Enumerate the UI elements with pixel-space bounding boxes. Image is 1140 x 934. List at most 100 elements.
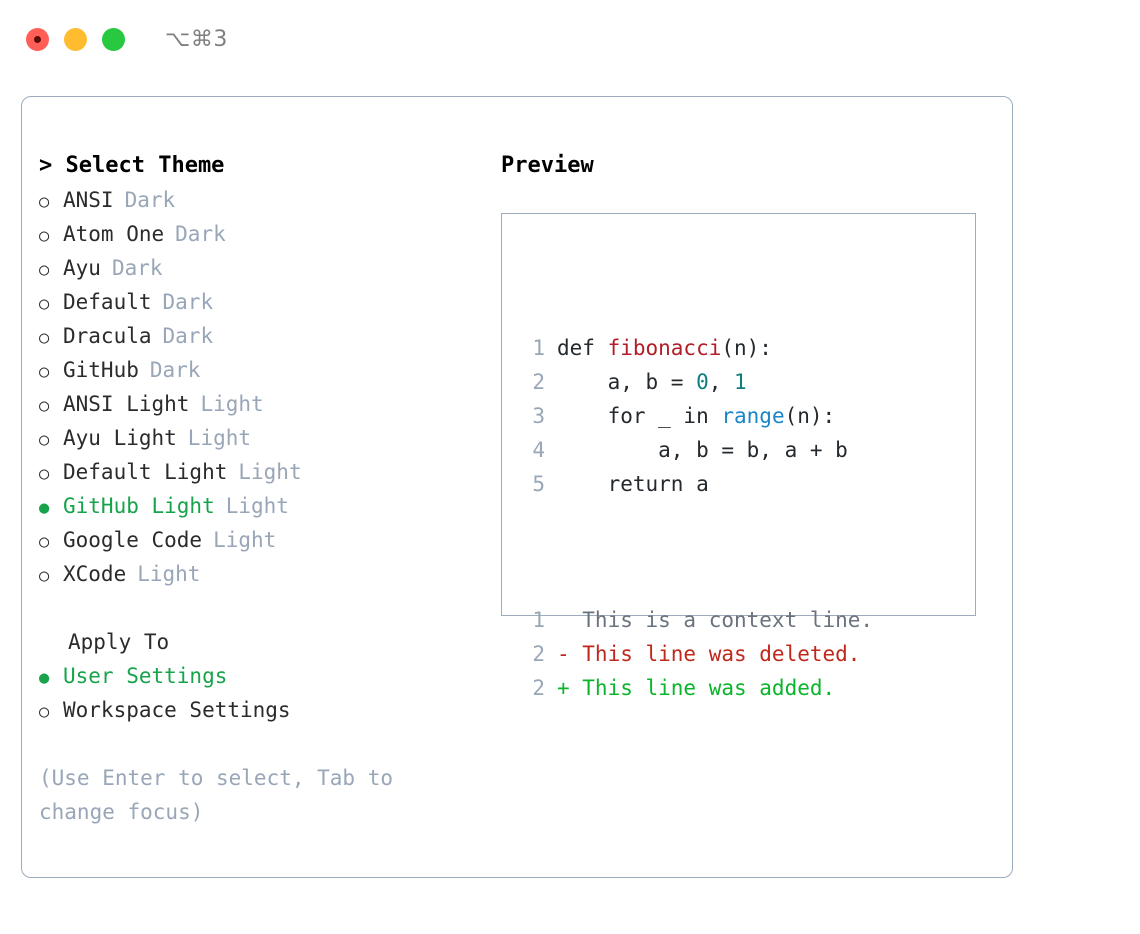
- line-number: 1: [532, 608, 545, 632]
- code-token: 1: [734, 370, 747, 394]
- diff-line: 2 - This line was deleted.: [520, 637, 873, 671]
- line-number: 4: [532, 438, 545, 462]
- keyboard-hint-text: (Use Enter to select, Tab to change focu…: [39, 766, 406, 824]
- theme-list-item[interactable]: ○ Google Code Light: [39, 523, 489, 557]
- radio-selected-icon[interactable]: ●: [39, 498, 50, 518]
- radio-unselected-icon[interactable]: ○: [39, 702, 50, 722]
- line-number: 2: [532, 642, 545, 666]
- theme-name-label: ANSI: [63, 188, 114, 212]
- radio-unselected-icon[interactable]: ○: [39, 260, 50, 280]
- maximize-button[interactable]: [102, 27, 125, 51]
- theme-name-label: Default Light: [63, 460, 228, 484]
- code-token: 0: [696, 370, 709, 394]
- diff-line: 1 This is a context line.: [520, 603, 873, 637]
- theme-variant-badge: Dark: [111, 256, 163, 280]
- code-token: (n):: [721, 336, 772, 360]
- theme-list-item[interactable]: ○ XCode Light: [39, 557, 489, 591]
- code-token: (n):: [784, 404, 836, 428]
- code-line: 3 for _ in range(n):: [520, 399, 873, 433]
- select-theme-header: > Select Theme: [39, 153, 225, 178]
- diff-line-text: - This line was deleted.: [557, 642, 861, 666]
- window-controls: [26, 27, 125, 51]
- radio-unselected-icon[interactable]: ○: [39, 226, 50, 246]
- code-line: 4 a, b = b, a + b: [520, 433, 873, 467]
- radio-unselected-icon[interactable]: ○: [39, 396, 50, 416]
- line-number: 2: [532, 370, 545, 394]
- line-number: 1: [532, 336, 545, 360]
- title-bar: ⌥⌘3: [0, 0, 1140, 78]
- theme-variant-badge: Dark: [162, 324, 214, 348]
- theme-variant-badge: Dark: [162, 290, 214, 314]
- theme-list-item[interactable]: ● GitHub Light Light: [39, 489, 489, 523]
- diff-line: 2 + This line was added.: [520, 671, 873, 705]
- theme-variant-badge: Light: [137, 562, 201, 586]
- radio-unselected-icon[interactable]: ○: [39, 430, 50, 450]
- diff-line-text: This is a context line.: [557, 608, 874, 632]
- theme-name-label: Dracula: [63, 324, 152, 348]
- theme-name-label: ANSI Light: [63, 392, 190, 416]
- code-token: def: [557, 336, 608, 360]
- code-token: a, b =: [557, 370, 697, 394]
- theme-variant-badge: Dark: [175, 222, 226, 246]
- theme-list-item[interactable]: ○ ANSI Light Light: [39, 387, 489, 421]
- theme-name-label: XCode: [63, 562, 127, 586]
- radio-selected-icon[interactable]: ●: [39, 668, 50, 688]
- code-token: fibonacci: [607, 336, 722, 360]
- code-token: range: [721, 404, 785, 428]
- radio-unselected-icon[interactable]: ○: [39, 328, 50, 348]
- theme-list-item[interactable]: ○ GitHub Dark: [39, 353, 489, 387]
- apply-to-item[interactable]: ● User Settings: [39, 659, 489, 693]
- theme-list-item[interactable]: ○ ANSI Dark: [39, 183, 489, 217]
- code-token: ,: [708, 370, 735, 394]
- preview-header: Preview: [501, 153, 594, 178]
- theme-list-item[interactable]: ○ Ayu Dark: [39, 251, 489, 285]
- diff-line-text: + This line was added.: [557, 676, 836, 700]
- theme-list-item[interactable]: ○ Default Light Light: [39, 455, 489, 489]
- apply-to-item[interactable]: ○ Workspace Settings: [39, 693, 489, 727]
- radio-unselected-icon[interactable]: ○: [39, 566, 50, 586]
- line-number: 3: [532, 404, 545, 428]
- apply-to-header: Apply To: [68, 630, 170, 654]
- theme-name-label: GitHub Light: [63, 494, 215, 518]
- line-number: 5: [532, 472, 545, 496]
- theme-name-label: GitHub: [63, 358, 139, 382]
- diff-sample: 1 This is a context line. 2 - This line wa…: [520, 603, 873, 705]
- theme-variant-badge: Dark: [124, 188, 176, 212]
- code-token: for _ in: [557, 404, 722, 428]
- radio-unselected-icon[interactable]: ○: [39, 192, 50, 212]
- code-token: a, b = b, a + b: [557, 438, 848, 462]
- code-line: 1 def fibonacci(n):: [520, 331, 873, 365]
- apply-to-label: Workspace Settings: [63, 698, 291, 722]
- radio-unselected-icon[interactable]: ○: [39, 464, 50, 484]
- apply-to-list[interactable]: ● User Settings ○ Workspace Settings: [39, 659, 489, 727]
- theme-list-item[interactable]: ○ Default Dark: [39, 285, 489, 319]
- theme-list-item[interactable]: ○ Dracula Dark: [39, 319, 489, 353]
- code-token: return a: [557, 472, 709, 496]
- theme-variant-badge: Light: [225, 494, 289, 518]
- radio-unselected-icon[interactable]: ○: [39, 532, 50, 552]
- theme-name-label: Ayu: [63, 256, 101, 280]
- theme-variant-badge: Light: [213, 528, 277, 552]
- close-button[interactable]: [26, 27, 49, 51]
- code-line: 5 return a: [520, 467, 873, 501]
- theme-name-label: Google Code: [63, 528, 203, 552]
- theme-variant-badge: Light: [238, 460, 302, 484]
- theme-variant-badge: Dark: [149, 358, 201, 382]
- list-spacer: [39, 591, 489, 625]
- line-number: 2: [532, 676, 545, 700]
- minimize-button[interactable]: [64, 27, 87, 51]
- theme-name-label: Default: [63, 290, 152, 314]
- apply-to-label: User Settings: [63, 664, 228, 688]
- radio-unselected-icon[interactable]: ○: [39, 294, 50, 314]
- theme-variant-badge: Light: [200, 392, 264, 416]
- radio-unselected-icon[interactable]: ○: [39, 362, 50, 382]
